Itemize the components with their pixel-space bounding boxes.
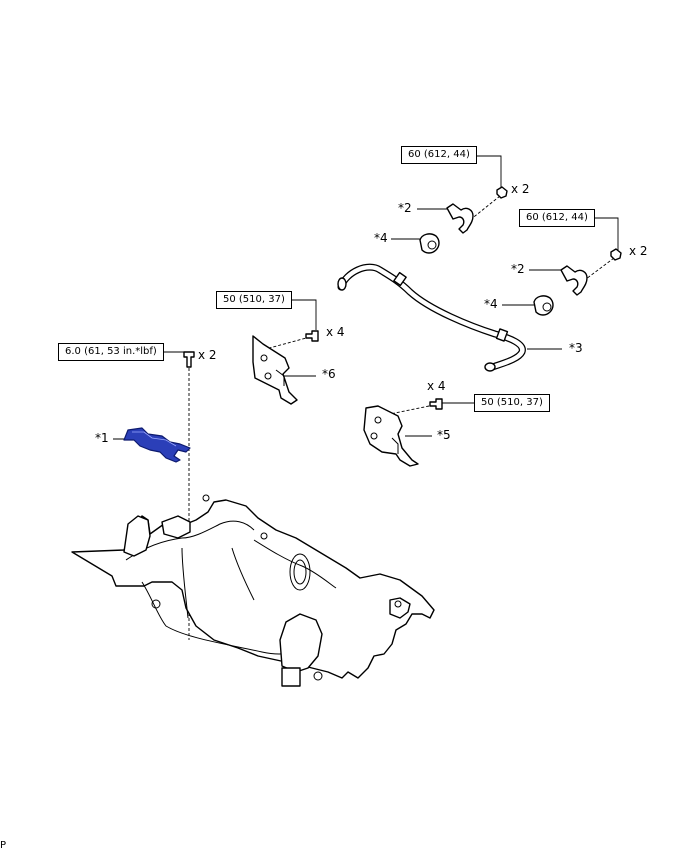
callout-bushing-upper: *4 <box>374 231 388 245</box>
callout-clamp-upper: *2 <box>398 201 412 215</box>
bolt-top-clamp-icon <box>496 186 508 199</box>
stabilizer-clamp-lower-icon <box>560 265 588 296</box>
quantity-top-clamp-bolt: x 2 <box>511 182 530 196</box>
illustration-code: P <box>0 840 7 851</box>
stabilizer-bar-icon <box>337 263 526 372</box>
stabilizer-bushing-lower-icon <box>533 295 554 316</box>
torque-spec-bracket-bolt-upper: 50 (510, 37) <box>216 291 292 309</box>
bolt-bracket-lower-icon <box>429 398 443 410</box>
torque-spec-top-clamp-bolt: 60 (612, 44) <box>401 146 477 164</box>
suspension-member-icon <box>71 494 435 687</box>
quantity-bracket-bolt-lower: x 4 <box>427 379 446 393</box>
quantity-right-clamp-bolt: x 2 <box>629 244 648 258</box>
bolt-right-clamp-icon <box>610 248 622 261</box>
torque-spec-brace-bolt: 6.0 (61, 53 in.*lbf) <box>58 343 164 361</box>
torque-spec-bracket-bolt-lower: 50 (510, 37) <box>474 394 550 412</box>
stabilizer-bushing-upper-icon <box>419 233 440 254</box>
callout-brace: *1 <box>95 431 109 445</box>
quantity-bracket-bolt-upper: x 4 <box>326 325 345 339</box>
stabilizer-bracket-upper-icon <box>252 335 298 405</box>
stabilizer-clamp-upper-icon <box>446 203 474 234</box>
callout-bracket-lower: *5 <box>437 428 451 442</box>
callout-bracket-upper: *6 <box>322 367 336 381</box>
quantity-brace-bolt: x 2 <box>198 348 217 362</box>
callout-bushing-lower: *4 <box>484 297 498 311</box>
bolt-bracket-upper-icon <box>305 330 319 342</box>
brace-highlighted-icon <box>123 427 191 463</box>
callout-clamp-lower: *2 <box>511 262 525 276</box>
bolt-brace-icon <box>183 351 195 368</box>
callout-stabilizer-bar: *3 <box>569 341 583 355</box>
torque-spec-right-clamp-bolt: 60 (612, 44) <box>519 209 595 227</box>
stabilizer-bracket-lower-icon <box>363 405 419 467</box>
